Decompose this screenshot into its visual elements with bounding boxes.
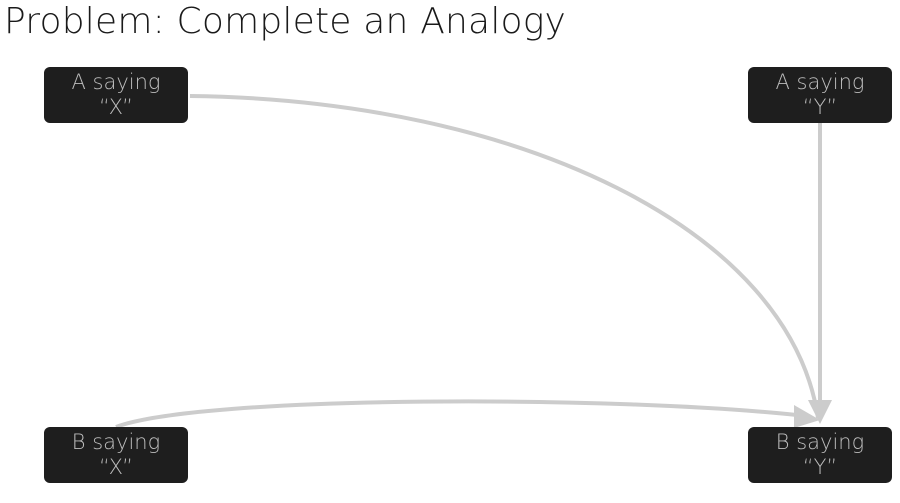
node-label-line2: “Y” [802, 95, 838, 119]
arrowhead-bottom [794, 405, 820, 428]
edge-ax-to-by [189, 94, 820, 419]
node-label-line1: B saying [71, 430, 161, 454]
node-label-line1: A saying [71, 70, 161, 94]
node-b-saying-y: B saying “Y” [748, 427, 892, 483]
arrowhead-vertical [808, 400, 832, 424]
node-a-saying-y: A saying “Y” [748, 67, 892, 123]
node-label-line1: B saying [775, 430, 865, 454]
node-a-saying-x: A saying “X” [44, 67, 188, 123]
node-label-line2: “X” [98, 95, 134, 119]
node-label-line1: A saying [775, 70, 865, 94]
edge-bx-to-by [115, 399, 807, 429]
node-label-line2: “Y” [802, 455, 838, 479]
node-label-line2: “X” [98, 455, 134, 479]
page-title: Problem: Complete an Analogy [4, 1, 567, 42]
node-b-saying-x: B saying “X” [44, 427, 188, 483]
